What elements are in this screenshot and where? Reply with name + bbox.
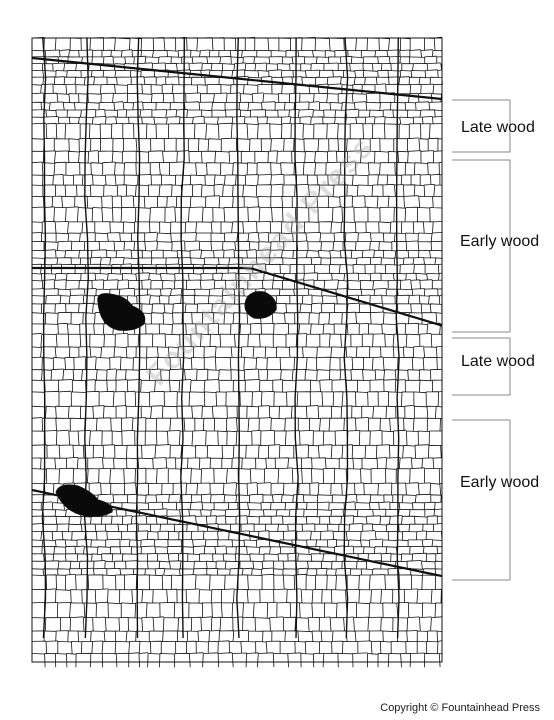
- zone-bracket-1: [452, 99, 511, 153]
- label-late-wood-middle: Late wood: [461, 353, 535, 370]
- zone-bracket-3: [452, 337, 511, 396]
- label-late-wood-top: Late wood: [461, 119, 535, 136]
- growth-ring-line-1: [31, 56, 443, 101]
- vessel-1: [97, 293, 146, 331]
- zone-bracket-2: [452, 159, 511, 333]
- tissue-border: [31, 37, 443, 663]
- ray-lines: [41, 37, 400, 639]
- label-early-wood-bottom: Early wood: [460, 474, 540, 491]
- label-early-wood-top: Early wood: [460, 233, 540, 250]
- vessel-2: [244, 291, 277, 319]
- zone-bracket-4: [452, 419, 511, 581]
- copyright-notice: Copyright © Fountainhead Press: [380, 702, 540, 714]
- growth-ring-line-2: [32, 266, 443, 327]
- vessel-3: [55, 484, 113, 517]
